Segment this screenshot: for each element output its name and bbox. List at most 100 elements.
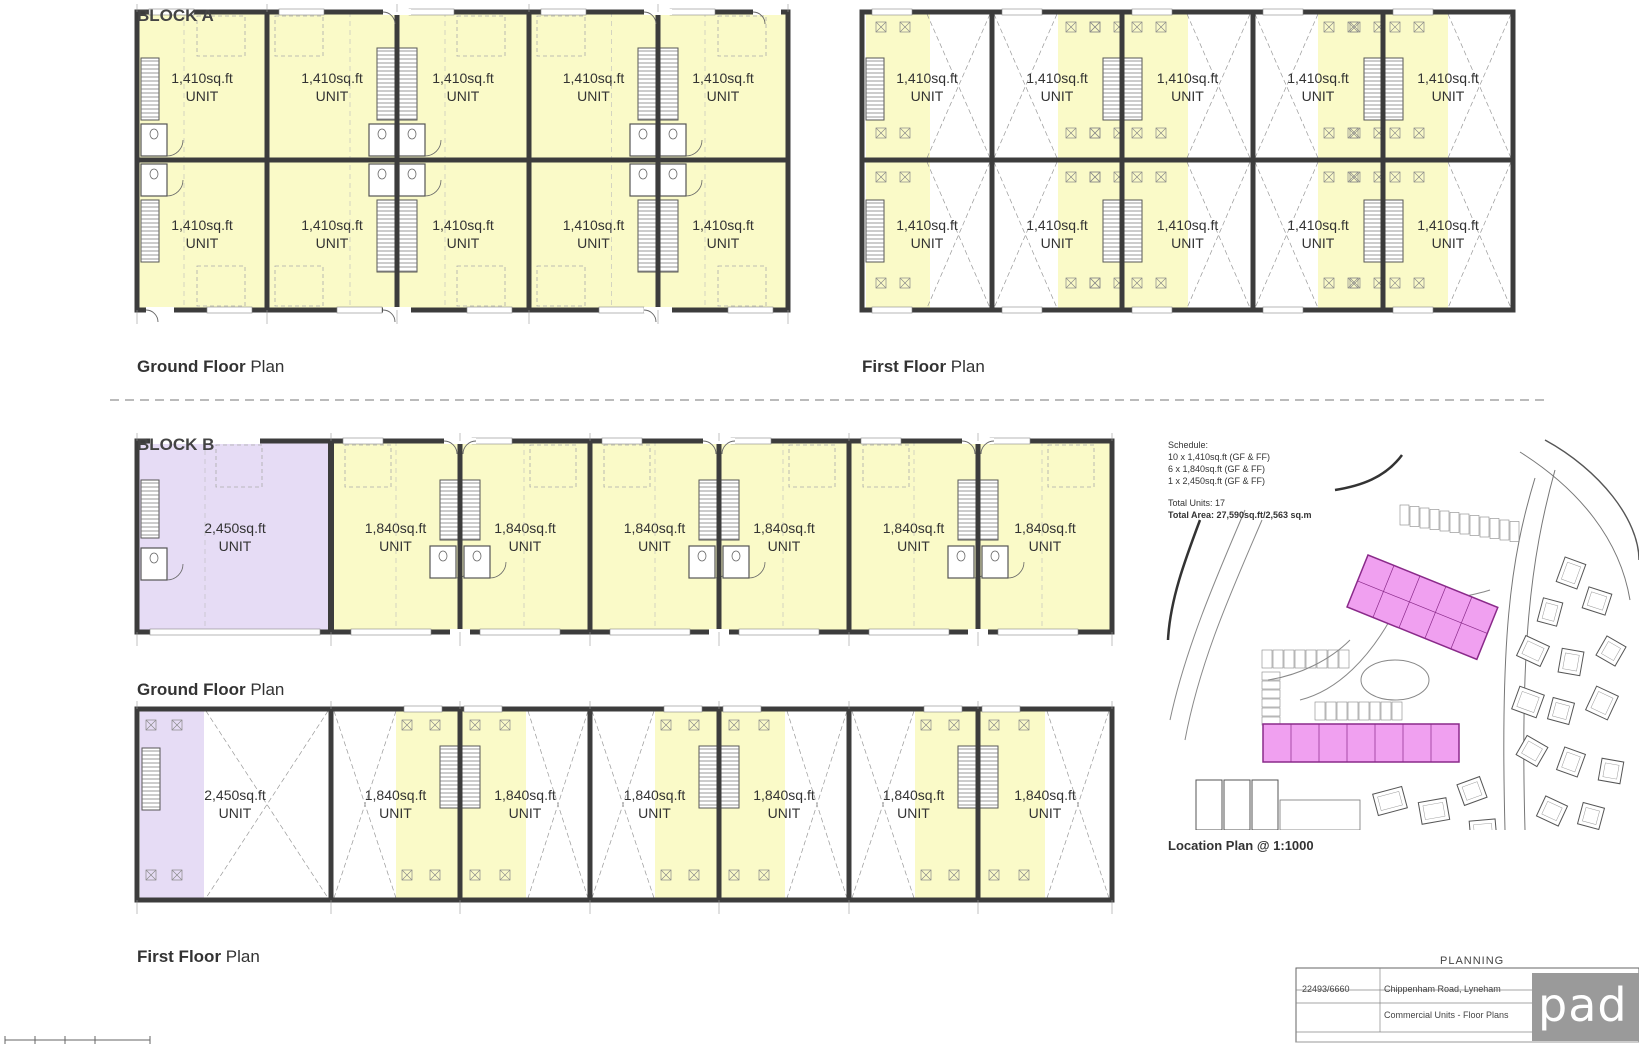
column-marker-cross [988,869,1000,881]
unit-area-label: 1,410sq.ft [301,217,363,233]
parking-bay [1399,504,1410,526]
column-marker-cross [1089,21,1101,33]
plan-title-bold: Ground Floor [137,680,246,699]
title-block-job-no: 22493/6660 [1302,984,1350,994]
door-swing [961,440,976,455]
column-marker-cross [1089,127,1101,139]
parking-bay [1369,701,1381,721]
window-opening [1001,306,1043,314]
void-cross [993,161,1058,309]
column-marker [660,719,672,731]
parking-bay [1449,512,1460,533]
column-marker [1089,21,1101,33]
column-marker [1018,869,1030,881]
window-opening [149,628,321,636]
unit-word-label: UNIT [707,88,740,104]
column-marker-cross [1347,21,1359,33]
column-marker [1389,127,1401,139]
window-opening [609,628,691,636]
column-marker-cross [1131,21,1143,33]
void-cross [1447,161,1512,309]
plan-title-suffix: Plan [950,357,985,376]
column-marker-cross [1155,127,1167,139]
void-cross [1186,13,1251,159]
neighbour-building-detail [1516,691,1540,713]
column-marker-cross [171,719,183,731]
unit-area-label: 2,450sq.ft [204,787,266,803]
pad-logo: pad [1538,978,1628,1032]
block-b-first-floor-plan: 2,450sq.ftUNIT1,840sq.ftUNIT1,840sq.ftUN… [134,701,1115,914]
parking-bay [1380,701,1392,721]
column-marker [1089,171,1101,183]
window-opening [463,705,503,713]
parking-bay [1272,649,1284,669]
block-a-label: BLOCK A [137,6,214,25]
column-marker-cross [1389,21,1401,33]
void-cross [1046,710,1110,899]
schedule-line: 6 x 1,840sq.ft (GF & FF) [1168,464,1266,474]
column-marker [1413,21,1425,33]
footpath [1184,519,1263,741]
unit-area-label: 1,840sq.ft [883,520,945,536]
column-marker [1065,127,1077,139]
unit-area-label: 1,410sq.ft [171,70,233,86]
unit-area-label: 1,410sq.ft [896,217,958,233]
column-marker [1347,277,1359,289]
window-opening [278,8,325,16]
boundary-line [1334,454,1404,492]
neighbour-building-detail [1582,807,1600,825]
unit-word-label: UNIT [1029,538,1062,554]
parking-bay [1314,701,1326,721]
column-marker [1155,277,1167,289]
neighbour-building-detail [1590,691,1614,715]
column-marker [1065,277,1077,289]
wc-pan [990,550,1000,562]
column-marker-cross [1155,277,1167,289]
parking-bay [1283,649,1295,669]
wc-pan [668,168,678,180]
column-marker [660,869,672,881]
parking-bay [1459,513,1470,535]
column-marker [688,719,700,731]
door-swing [462,440,477,455]
plan-title-bold: First Floor [137,947,222,966]
column-marker [1089,127,1101,139]
title-block-drawing: Commercial Units - Floor Plans [1384,1010,1509,1020]
column-marker [429,869,441,881]
parking-bay [1347,701,1359,721]
parking-bay [1305,649,1317,669]
column-marker-cross [875,171,887,183]
door-swing [748,561,766,579]
unit-area-label: 1,410sq.ft [563,217,625,233]
unit-area-label: 1,410sq.ft [432,70,494,86]
column-marker-cross [758,869,770,881]
column-marker [1389,277,1401,289]
window-opening [1262,8,1304,16]
window-opening [350,628,432,636]
door-swing [643,309,657,323]
window-opening [540,8,587,16]
window-opening [727,306,774,314]
column-marker [948,869,960,881]
parking-bay [1336,701,1348,721]
existing-building [1279,799,1361,830]
dashed-area [196,265,246,307]
void-cross [1447,13,1512,159]
location-plan-map [1166,439,1639,830]
dashed-area [536,265,586,307]
title-block-project: Chippenham Road, Lyneham [1384,984,1501,994]
column-marker [728,719,740,731]
window-opening [1131,306,1173,314]
column-marker-cross [1323,21,1335,33]
unit-word-label: UNIT [897,805,930,821]
column-marker-cross [499,719,511,731]
unit-word-label: UNIT [577,88,610,104]
unit-area-label: 1,410sq.ft [1287,70,1349,86]
wc-pan [638,168,648,180]
door-swing [1007,561,1025,579]
neighbour-building-detail [1586,591,1608,611]
unit-area-label: 1,840sq.ft [1014,787,1076,803]
parking-bay [1391,701,1403,721]
column-marker-cross [145,719,157,731]
column-marker-cross [1323,171,1335,183]
